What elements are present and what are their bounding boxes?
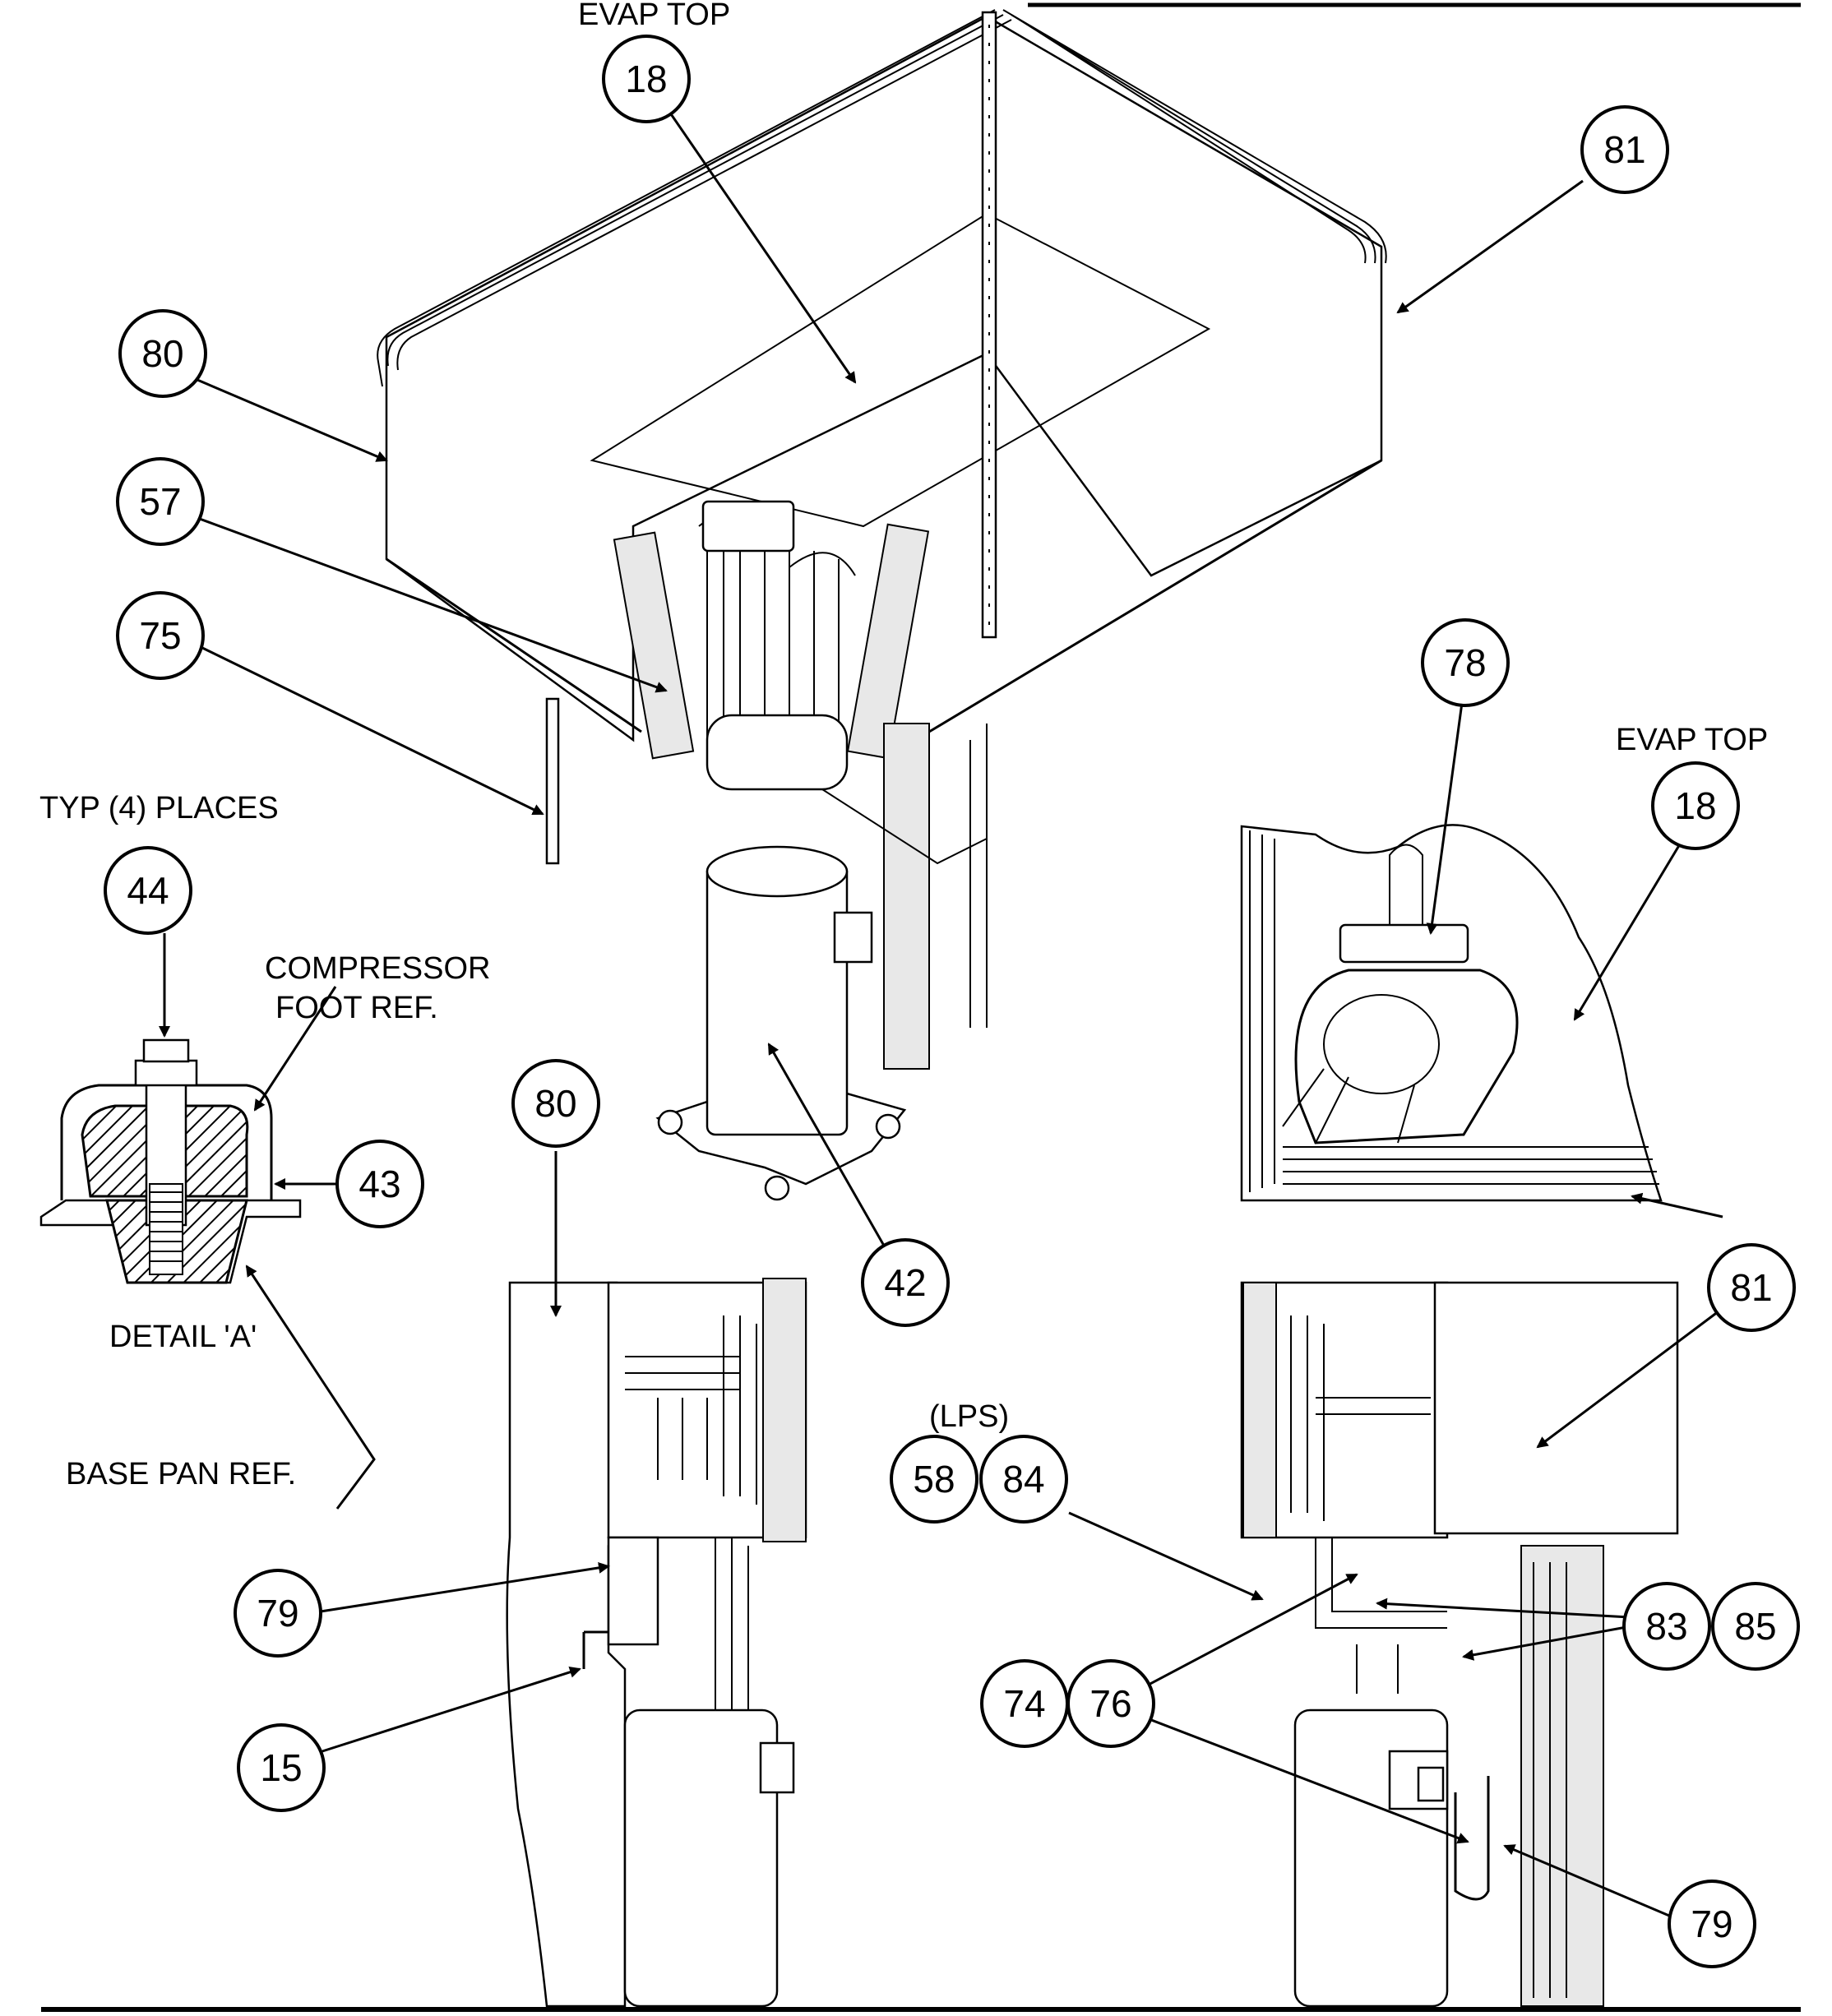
callout-57: 57: [116, 457, 205, 546]
callout-81-top: 81: [1580, 105, 1669, 194]
callout-75: 75: [116, 591, 205, 680]
callout-85: 85: [1711, 1582, 1800, 1671]
evap-top-label-right: EVAP TOP: [1616, 723, 1768, 757]
callout-58: 58: [890, 1435, 978, 1524]
callout-18-top: 18: [602, 35, 691, 123]
compressor: [655, 845, 907, 1201]
callout-80-mid: 80: [511, 1059, 600, 1148]
svg-text:79: 79: [1691, 1903, 1733, 1945]
svg-text:58: 58: [913, 1458, 955, 1500]
svg-text:85: 85: [1734, 1605, 1776, 1648]
callout-79-right: 79: [1668, 1880, 1756, 1968]
lps-label: (LPS): [929, 1399, 1009, 1434]
evap-top-inset: [1240, 824, 1663, 1202]
svg-text:57: 57: [139, 480, 181, 523]
callout-80-left: 80: [118, 309, 207, 398]
svg-text:74: 74: [1003, 1682, 1045, 1725]
callout-84: 84: [979, 1435, 1068, 1524]
compressor-foot-label-line2: FOOT REF.: [275, 991, 438, 1025]
callout-78: 78: [1421, 618, 1510, 707]
callout-76: 76: [1066, 1659, 1155, 1748]
svg-text:43: 43: [359, 1163, 400, 1205]
callout-44: 44: [104, 846, 192, 935]
svg-text:75: 75: [139, 614, 181, 657]
callout-18-right: 18: [1651, 761, 1740, 850]
svg-text:42: 42: [884, 1261, 926, 1304]
svg-text:18: 18: [1674, 784, 1716, 827]
callout-42: 42: [861, 1238, 950, 1327]
detail-a-label: DETAIL 'A': [109, 1320, 257, 1354]
svg-text:44: 44: [127, 869, 169, 912]
svg-text:81: 81: [1603, 128, 1645, 171]
left-side-view: [506, 1278, 807, 2008]
callout-83: 83: [1622, 1582, 1711, 1671]
svg-text:83: 83: [1645, 1605, 1687, 1648]
detail-a-mount: [39, 1038, 302, 1284]
evaporator-coil-assembly: [377, 9, 1387, 1070]
typ-places-label: TYP (4) PLACES: [39, 791, 279, 825]
svg-text:79: 79: [257, 1592, 298, 1635]
leader-lines: [159, 106, 1723, 1917]
svg-text:84: 84: [1002, 1458, 1044, 1500]
base-pan-label: BASE PAN REF.: [66, 1457, 296, 1491]
callout-74: 74: [980, 1659, 1069, 1748]
callout-43: 43: [335, 1140, 424, 1228]
svg-text:81: 81: [1730, 1266, 1772, 1309]
callout-81-right: 81: [1707, 1243, 1796, 1332]
right-side-view: [1240, 1281, 1679, 2008]
svg-text:18: 18: [625, 58, 667, 100]
svg-text:78: 78: [1444, 641, 1486, 684]
svg-text:80: 80: [141, 332, 183, 375]
callout-79-left: 79: [234, 1569, 322, 1658]
svg-text:80: 80: [534, 1082, 576, 1125]
svg-text:15: 15: [260, 1746, 302, 1789]
evap-top-label-top: EVAP TOP: [578, 0, 730, 32]
callout-15: 15: [237, 1723, 326, 1812]
svg-text:76: 76: [1089, 1682, 1131, 1725]
compressor-foot-label-line1: COMPRESSOR: [265, 951, 490, 986]
